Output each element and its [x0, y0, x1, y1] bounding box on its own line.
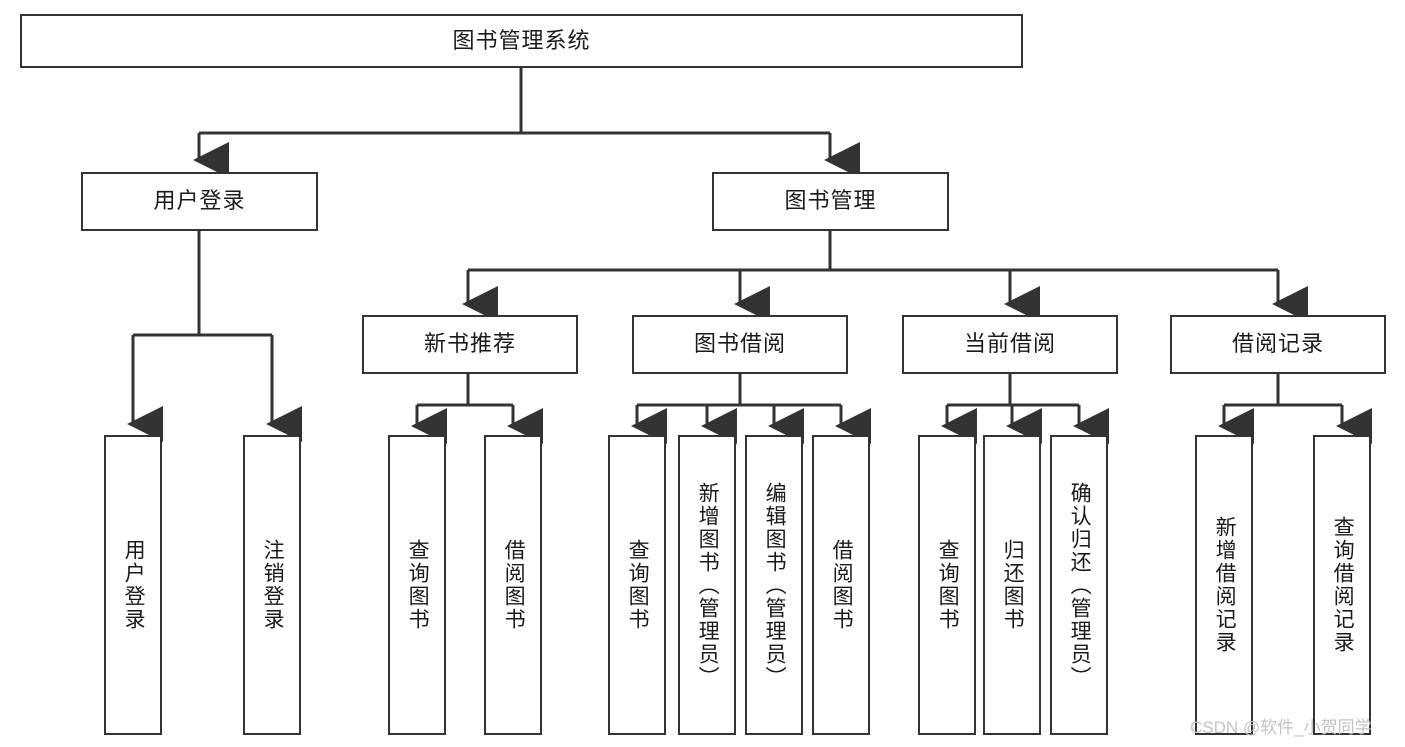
- node-leaf-return-book[interactable]: 归还图书: [983, 435, 1041, 735]
- node-leaf-edit-book[interactable]: 编辑图书（管理员）: [745, 435, 803, 735]
- node-leaf-confirm-return-label: 确认归还（管理员）: [1068, 481, 1092, 689]
- node-leaf-logout-label: 注销登录: [261, 539, 285, 631]
- node-leaf-add-book[interactable]: 新增图书（管理员）: [678, 435, 736, 735]
- node-leaf-borrow-book-2[interactable]: 借阅图书: [812, 435, 870, 735]
- node-leaf-add-book-label: 新增图书（管理员）: [696, 481, 720, 689]
- node-leaf-add-record-label: 新增借阅记录: [1213, 516, 1237, 654]
- watermark-text: CSDN @软件_小贺同学: [1190, 718, 1372, 737]
- node-leaf-query-book-2[interactable]: 查询图书: [608, 435, 666, 735]
- node-leaf-query-book-3-label: 查询图书: [936, 539, 960, 631]
- node-leaf-borrow-book-1[interactable]: 借阅图书: [484, 435, 542, 735]
- node-leaf-query-record-label: 查询借阅记录: [1331, 516, 1355, 654]
- node-leaf-user-login-label: 用户登录: [122, 539, 146, 631]
- node-borrow-record[interactable]: 借阅记录: [1170, 315, 1386, 374]
- node-leaf-logout[interactable]: 注销登录: [243, 435, 301, 735]
- node-leaf-borrow-book-2-label: 借阅图书: [830, 539, 854, 631]
- node-leaf-query-book-3[interactable]: 查询图书: [918, 435, 976, 735]
- node-book-manage-label: 图书管理: [784, 188, 877, 214]
- node-current-borrow[interactable]: 当前借阅: [902, 315, 1118, 374]
- node-new-book-recommend-label: 新书推荐: [423, 331, 516, 357]
- node-leaf-edit-book-label: 编辑图书（管理员）: [763, 481, 787, 689]
- node-leaf-query-book-1-label: 查询图书: [406, 539, 430, 631]
- node-leaf-query-record[interactable]: 查询借阅记录: [1313, 435, 1371, 735]
- node-current-borrow-label: 当前借阅: [963, 331, 1056, 357]
- node-leaf-user-login[interactable]: 用户登录: [104, 435, 162, 735]
- node-root-system[interactable]: 图书管理系统: [20, 14, 1023, 68]
- node-leaf-borrow-book-1-label: 借阅图书: [502, 539, 526, 631]
- node-user-login-label: 用户登录: [153, 188, 246, 214]
- node-leaf-confirm-return[interactable]: 确认归还（管理员）: [1050, 435, 1108, 735]
- node-book-borrow-label: 图书借阅: [693, 331, 786, 357]
- node-leaf-return-book-label: 归还图书: [1001, 539, 1025, 631]
- node-borrow-record-label: 借阅记录: [1231, 331, 1324, 357]
- node-new-book-recommend[interactable]: 新书推荐: [362, 315, 578, 374]
- node-leaf-query-book-2-label: 查询图书: [626, 539, 650, 631]
- node-book-borrow[interactable]: 图书借阅: [632, 315, 848, 374]
- node-user-login[interactable]: 用户登录: [81, 172, 318, 231]
- node-leaf-query-book-1[interactable]: 查询图书: [388, 435, 446, 735]
- node-leaf-add-record[interactable]: 新增借阅记录: [1195, 435, 1253, 735]
- node-root-system-label: 图书管理系统: [452, 27, 591, 53]
- node-book-manage[interactable]: 图书管理: [712, 172, 949, 231]
